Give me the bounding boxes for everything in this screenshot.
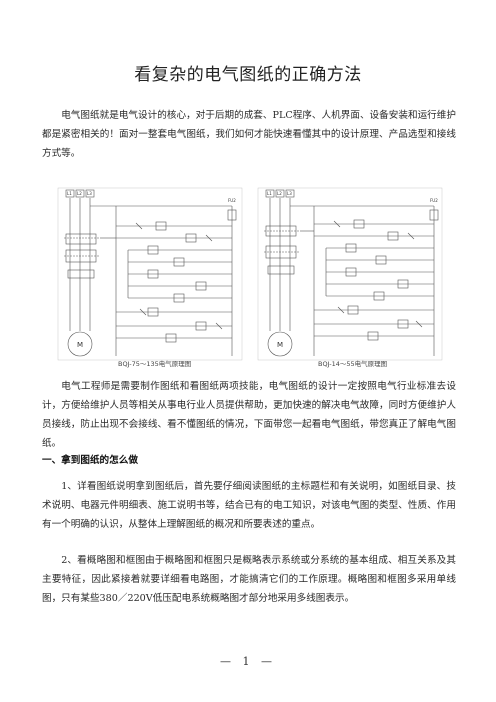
right-phase-label-1: L1 <box>267 191 272 196</box>
left-fuse-label: FU2 <box>228 198 236 203</box>
left-phase-label-1: L1 <box>67 191 72 196</box>
circuit-diagrams: L1 L2 L3 FU2 M L1 L2 L3 FU2 M <box>57 187 443 361</box>
left-circuit-diagram <box>57 187 243 361</box>
left-diagram-caption: BQJ-75～135电气原理图 <box>118 360 192 368</box>
right-circuit-diagram <box>257 187 443 361</box>
right-diagram-caption: BQJ-14～55电气原理图 <box>318 360 388 368</box>
left-phase-label-3: L3 <box>87 191 92 196</box>
right-motor-label: M <box>277 341 283 349</box>
section-heading-1: 一、拿到图纸的怎么做 <box>42 455 138 466</box>
paragraph-2: 电气工程师是需要制作图纸和看图纸两项技能，电气图纸的设计一定按照电气行业标准去设… <box>42 381 456 449</box>
left-phase-label-2: L2 <box>77 191 82 196</box>
right-phase-label-3: L3 <box>287 191 292 196</box>
list-item-2: 2、看概略图和框图由于概略图和框图只是概略表示系统或分系统的基本组成、相互关系及… <box>42 555 456 604</box>
right-fuse-label: FU2 <box>430 198 438 203</box>
list-item-1: 1、详看图纸说明拿到图纸后，首先要仔细阅读图纸的主标题栏和有关说明，如图纸目录、… <box>42 481 456 530</box>
page-title: 看复杂的电气图纸的正确方法 <box>134 65 362 85</box>
left-motor-label: M <box>77 341 83 349</box>
page-number: — 1 — <box>220 655 276 668</box>
intro-paragraph: 电气图纸就是电气设计的核心，对于后期的成套、PLC程序、人机界面、设备安装和运行… <box>42 110 456 159</box>
right-phase-label-2: L2 <box>277 191 282 196</box>
circuit-diagram-figure: L1 L2 L3 FU2 M L1 L2 L3 FU2 M BQJ-75～135… <box>56 186 444 368</box>
